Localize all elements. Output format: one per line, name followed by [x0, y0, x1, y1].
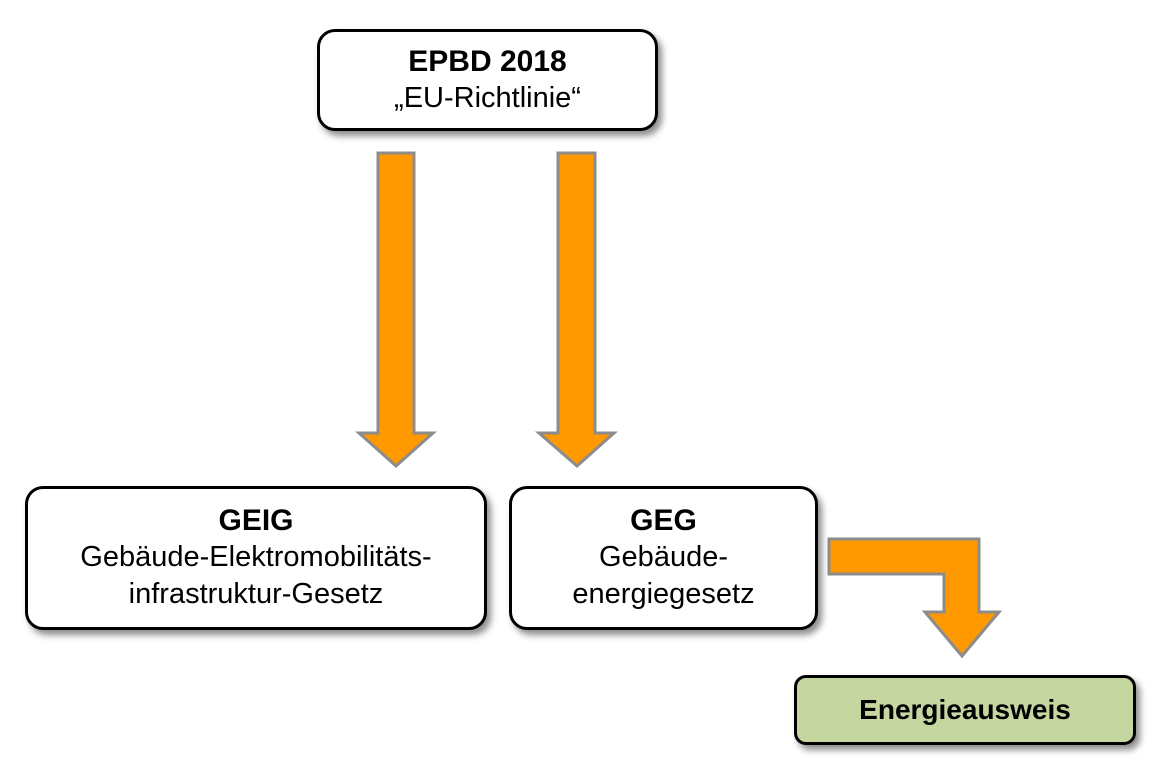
node-geg-line2: energiegesetz: [572, 578, 755, 610]
node-epbd-2018: EPBD 2018 „EU-Richtlinie“: [317, 29, 658, 131]
node-geg-title: GEG: [630, 504, 697, 537]
node-geig-title: GEIG: [218, 504, 294, 537]
arrow-geg-to-energieausweis: [827, 537, 1003, 659]
node-energieausweis-title: Energieausweis: [859, 694, 1071, 725]
node-geig: GEIG Gebäude-Elektromobilitäts- infrastr…: [25, 486, 487, 630]
arrow-epbd-to-geig: [355, 151, 437, 469]
node-geig-line2: infrastruktur-Gesetz: [128, 578, 384, 610]
node-epbd-subtitle: „EU-Richtlinie“: [394, 81, 581, 114]
node-epbd-title: EPBD 2018: [408, 44, 567, 78]
node-geg-line1: Gebäude-: [599, 541, 728, 573]
node-geg: GEG Gebäude- energiegesetz: [509, 486, 818, 630]
arrow-epbd-to-geg: [534, 151, 618, 468]
node-geig-line1: Gebäude-Elektromobilitäts-: [80, 541, 432, 573]
node-energieausweis: Energieausweis: [794, 675, 1136, 745]
